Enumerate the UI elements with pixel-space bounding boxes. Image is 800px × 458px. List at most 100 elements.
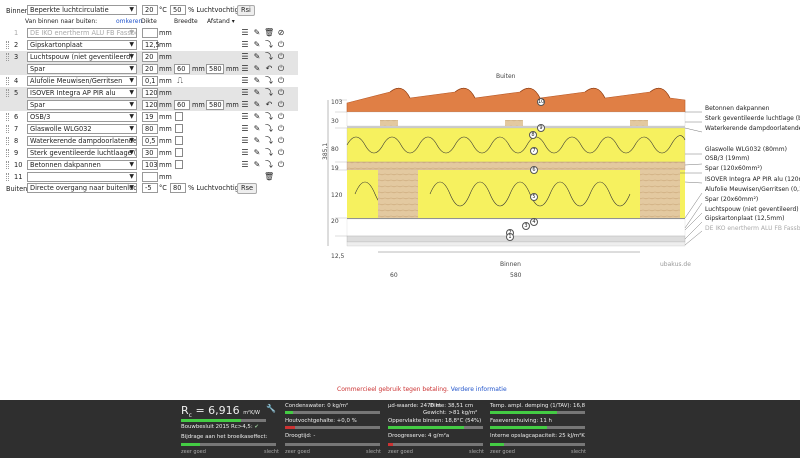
- spar-width-input[interactable]: 60: [174, 64, 190, 74]
- menu-icon[interactable]: ☰: [241, 136, 249, 145]
- menu-icon[interactable]: ☰: [241, 160, 249, 169]
- layer-material-select[interactable]: Betonnen dakpannen▼: [27, 160, 137, 170]
- edit-pencil-icon[interactable]: ✎: [253, 40, 261, 49]
- wrench-icon[interactable]: 🔧: [266, 404, 276, 413]
- add-sublayer-icon[interactable]: [175, 136, 183, 145]
- menu-icon[interactable]: ☰: [241, 28, 249, 37]
- add-row-icon[interactable]: ⤵: [265, 40, 273, 49]
- layer-material-select[interactable]: Waterkerende dampdoorlatende folie▼: [27, 136, 137, 146]
- spar-spacing-input[interactable]: 580: [206, 100, 224, 110]
- col-afstand[interactable]: Afstand ▾: [207, 18, 235, 25]
- add-row-icon[interactable]: ⤵: [265, 76, 273, 85]
- menu-icon[interactable]: ☰: [241, 148, 249, 157]
- power-toggle-icon[interactable]: ⏻: [277, 100, 285, 109]
- spar-spacing-input[interactable]: 580: [206, 64, 224, 74]
- spar-material-select[interactable]: Spar▼: [27, 100, 137, 110]
- layer-thickness-input[interactable]: [142, 172, 158, 182]
- disable-icon[interactable]: ⊘: [277, 28, 285, 37]
- spar-thickness-input[interactable]: 20: [142, 64, 158, 74]
- binnen-rv-input[interactable]: 50: [170, 5, 186, 15]
- add-row-icon[interactable]: ⤵: [265, 136, 273, 145]
- layer-marker[interactable]: 9: [537, 124, 545, 132]
- more-info-link[interactable]: Verdere informatie: [450, 386, 507, 393]
- rse-button[interactable]: Rse: [237, 183, 258, 194]
- layer-thickness-input[interactable]: 20: [142, 52, 158, 62]
- menu-icon[interactable]: ☰: [241, 76, 249, 85]
- add-sublayer-icon[interactable]: [175, 124, 183, 133]
- edit-pencil-icon[interactable]: ✎: [253, 100, 261, 109]
- layer-material-select[interactable]: Alufolie Meuwisen/Gerritsen▼: [27, 76, 137, 86]
- menu-icon[interactable]: ☰: [241, 112, 249, 121]
- undo-icon[interactable]: ↶: [265, 100, 273, 109]
- layer-thickness-input[interactable]: 120: [142, 88, 158, 98]
- edit-pencil-icon[interactable]: ✎: [253, 64, 261, 73]
- layer-marker[interactable]: 10: [537, 98, 545, 106]
- edit-pencil-icon[interactable]: ✎: [253, 124, 261, 133]
- edit-pencil-icon[interactable]: ✎: [253, 28, 261, 37]
- power-toggle-icon[interactable]: ⏻: [277, 76, 285, 85]
- layer-material-select[interactable]: Gipskartonplaat▼: [27, 40, 137, 50]
- layer-thickness-input[interactable]: 30: [142, 148, 158, 158]
- edit-pencil-icon[interactable]: ✎: [253, 160, 261, 169]
- power-toggle-icon[interactable]: ⏻: [277, 52, 285, 61]
- power-toggle-icon[interactable]: ⏻: [277, 40, 285, 49]
- layer-marker[interactable]: 8: [529, 131, 537, 139]
- buiten-rv-input[interactable]: 80: [170, 183, 186, 193]
- swap-link[interactable]: omkeren: [116, 18, 143, 25]
- power-toggle-icon[interactable]: ⏻: [277, 88, 285, 97]
- drag-handle-icon[interactable]: [6, 77, 9, 85]
- layer-marker[interactable]: 7: [530, 147, 538, 155]
- menu-icon[interactable]: ☰: [241, 124, 249, 133]
- layer-material-select[interactable]: Luchtspouw (niet geventileerd)▼: [27, 52, 137, 62]
- layer-marker[interactable]: 4: [530, 218, 538, 226]
- edit-pencil-icon[interactable]: ✎: [253, 148, 261, 157]
- edit-pencil-icon[interactable]: ✎: [253, 112, 261, 121]
- layer-thickness-input[interactable]: 80: [142, 124, 158, 134]
- drag-handle-icon[interactable]: [6, 173, 9, 181]
- layer-material-select[interactable]: ISOVER Integra AP PIR alu▼: [27, 88, 137, 98]
- layer-marker[interactable]: 1: [506, 233, 514, 241]
- power-toggle-icon[interactable]: ⏻: [277, 160, 285, 169]
- add-sublayer-icon[interactable]: [175, 148, 183, 157]
- layer-material-select[interactable]: OSB/3▼: [27, 112, 137, 122]
- add-sublayer-icon[interactable]: [175, 112, 183, 121]
- layer-material-select[interactable]: Sterk geventileerde luchtlaage (buiten)▼: [27, 148, 137, 158]
- add-row-icon[interactable]: ⤵: [265, 52, 273, 61]
- buiten-select[interactable]: Directe overgang naar buitenlucht▼: [27, 183, 137, 193]
- menu-icon[interactable]: ☰: [241, 88, 249, 97]
- trash-icon[interactable]: 🗑: [264, 28, 275, 37]
- layer-marker[interactable]: 3: [522, 222, 530, 230]
- menu-icon[interactable]: ☰: [241, 52, 249, 61]
- layer-thickness-input[interactable]: 19: [142, 112, 158, 122]
- power-toggle-icon[interactable]: ⏻: [277, 136, 285, 145]
- binnen-temp-input[interactable]: 20: [142, 5, 158, 15]
- layer-marker[interactable]: 5: [530, 193, 538, 201]
- drag-handle-icon[interactable]: [6, 41, 9, 49]
- add-row-icon[interactable]: ⤵: [265, 88, 273, 97]
- power-toggle-icon[interactable]: ⏻: [277, 64, 285, 73]
- add-row-icon[interactable]: ⤵: [265, 124, 273, 133]
- add-row-icon[interactable]: ⤵: [265, 148, 273, 157]
- power-toggle-icon[interactable]: ⏻: [277, 124, 285, 133]
- edit-pencil-icon[interactable]: ✎: [253, 76, 261, 85]
- undo-icon[interactable]: ↶: [265, 64, 273, 73]
- layer-material-select[interactable]: ▼: [27, 172, 137, 182]
- power-toggle-icon[interactable]: ⏻: [277, 112, 285, 121]
- spar-material-select[interactable]: Spar▼: [27, 64, 137, 74]
- trash-icon[interactable]: 🗑: [264, 172, 275, 181]
- layer-thickness-input[interactable]: 12,5: [142, 40, 160, 50]
- drag-handle-icon[interactable]: [6, 125, 9, 133]
- menu-icon[interactable]: ☰: [241, 100, 249, 109]
- rsi-button[interactable]: Rsi: [237, 5, 255, 16]
- edit-pencil-icon[interactable]: ✎: [253, 88, 261, 97]
- add-row-icon[interactable]: ⤵: [265, 112, 273, 121]
- binnen-select[interactable]: Beperkte luchtcirculatie▼: [27, 5, 137, 15]
- layer-thickness-input[interactable]: 103: [142, 160, 158, 170]
- edit-pencil-icon[interactable]: ✎: [253, 52, 261, 61]
- layer-thickness-input[interactable]: 0,1: [142, 76, 158, 86]
- add-row-icon[interactable]: ⤵: [265, 160, 273, 169]
- add-sublayer-icon[interactable]: [175, 160, 183, 169]
- layer-marker[interactable]: 6: [530, 166, 538, 174]
- drag-handle-icon[interactable]: [6, 137, 9, 145]
- drag-handle-icon[interactable]: [6, 161, 9, 169]
